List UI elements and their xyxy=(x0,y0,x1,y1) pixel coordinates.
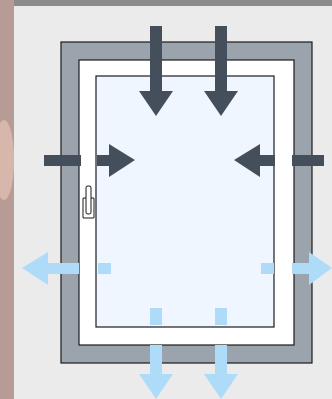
glass-pane xyxy=(96,76,274,327)
photo-strip-left xyxy=(0,0,14,399)
photo-strip-top xyxy=(14,0,332,6)
handle-grip xyxy=(86,186,91,214)
